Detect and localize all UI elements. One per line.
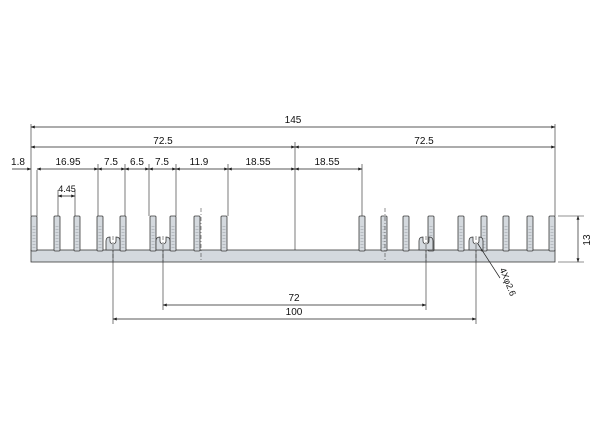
hole-center-lines xyxy=(112,208,477,262)
dim-half-right: 72.5 xyxy=(414,136,434,147)
fin-grooves xyxy=(121,224,125,250)
heatsink-profile xyxy=(30,215,556,263)
fin-grooves xyxy=(504,224,508,250)
dim-half-left: 72.5 xyxy=(153,136,173,147)
fin-grooves xyxy=(55,224,59,250)
dim-16-95: 16.95 xyxy=(55,157,80,168)
dim-hole-callout: 4Xφ2.6 xyxy=(498,266,518,297)
dim-7-5-a: 7.5 xyxy=(104,157,118,168)
dim-7-5-b: 7.5 xyxy=(155,157,169,168)
fin-grooves xyxy=(482,224,486,250)
dim-6-5: 6.5 xyxy=(130,157,144,168)
extension-lines xyxy=(30,124,584,324)
fin-grooves xyxy=(459,224,463,250)
dim-11-9: 11.9 xyxy=(190,157,209,168)
screw-channel xyxy=(418,236,434,251)
dim-fin-width: 4.45 xyxy=(58,184,76,194)
screw-channel xyxy=(155,236,171,251)
dim-height: 13 xyxy=(582,234,593,246)
dim-18-55-right: 18.55 xyxy=(314,157,339,168)
fin-grooves xyxy=(382,224,386,250)
fin-grooves xyxy=(98,224,102,250)
fin-grooves xyxy=(32,224,36,250)
dim-hole-spacing-outer: 100 xyxy=(286,307,303,318)
fin-grooves xyxy=(171,224,175,250)
fin-grooves xyxy=(222,224,226,250)
dim-hole-spacing-inner: 72 xyxy=(288,293,300,304)
fin-grooves xyxy=(195,224,199,250)
dim-overall-width: 145 xyxy=(285,115,302,126)
dim-18-55-left: 18.55 xyxy=(245,157,270,168)
dim-1-8: 1.8 xyxy=(11,157,25,168)
fin-grooves xyxy=(360,224,364,250)
fin-grooves xyxy=(528,224,532,250)
dimension-lines xyxy=(12,125,580,321)
fin-grooves xyxy=(550,224,554,250)
base-plate xyxy=(30,249,556,263)
fin-grooves xyxy=(151,224,155,250)
fin-grooves xyxy=(75,224,79,250)
fin-grooves xyxy=(404,224,408,250)
screw-channel xyxy=(105,236,121,251)
